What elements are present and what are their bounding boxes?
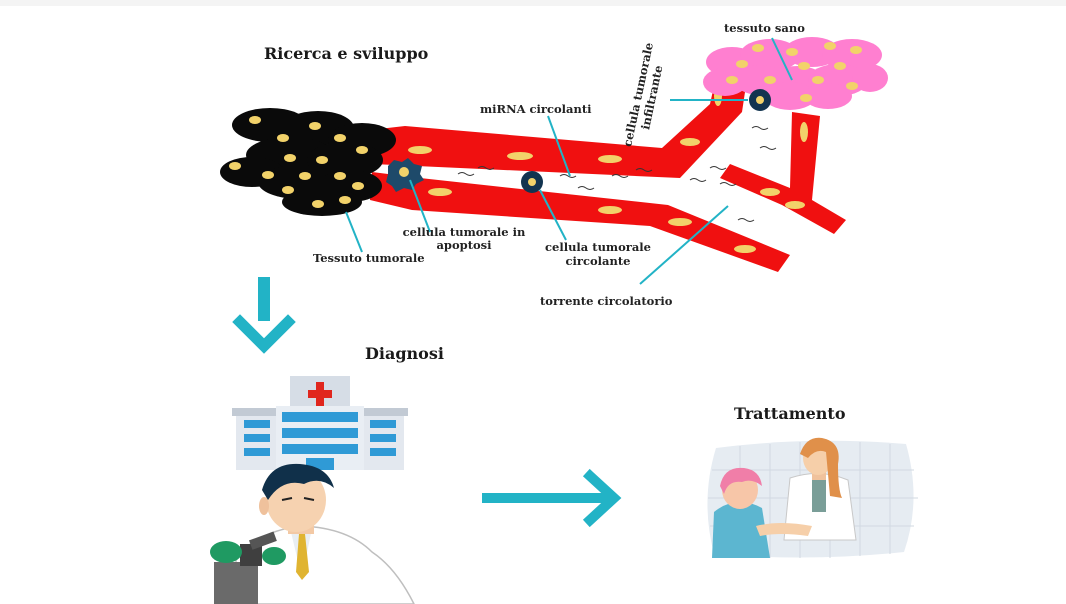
label-apoptotic-cell: cellula tumorale in apoptosi	[402, 225, 526, 252]
label-circulating-tumor-cell: cellula tumorale circolante	[545, 240, 651, 268]
tumor-cell-nuclei	[229, 116, 368, 208]
pointer-lines	[345, 37, 793, 285]
doctor-microscope-icon	[210, 463, 415, 604]
apoptotic-tumor-cell	[386, 158, 424, 192]
label-circulating-mirna: miRNA circolanti	[480, 102, 592, 116]
heading-treatment: Trattamento	[734, 404, 846, 423]
doctor-patient-consultation-icon	[707, 437, 918, 558]
blood-vessel	[370, 68, 846, 272]
right-arrow	[482, 468, 622, 528]
down-arrow	[232, 277, 296, 354]
label-tumor-tissue: Tessuto tumorale	[313, 251, 425, 265]
circulating-tumor-cell	[521, 171, 543, 193]
healthy-cell-nuclei	[726, 42, 862, 102]
top-strip	[0, 0, 1066, 6]
heading-research: Ricerca e sviluppo	[264, 44, 429, 63]
infiltrating-tumor-cell	[749, 89, 771, 111]
hospital-icon	[232, 376, 408, 470]
label-healthy-tissue: tessuto sano	[724, 21, 805, 35]
heading-diagnosis: Diagnosi	[365, 344, 444, 363]
label-bloodstream: torrente circolatorio	[540, 294, 673, 308]
tumor-tissue	[220, 108, 396, 216]
mirna-fragments	[457, 126, 777, 222]
